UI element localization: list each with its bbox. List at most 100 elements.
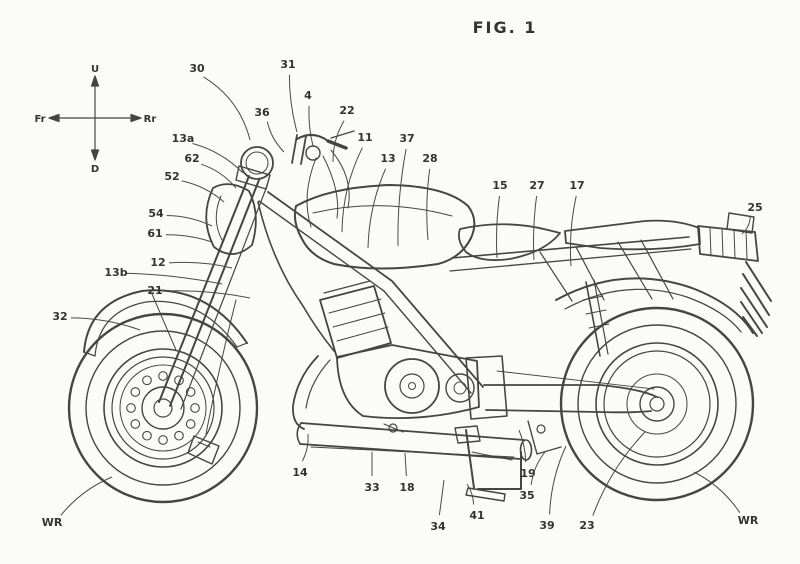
ref-label-18: 18 [399, 481, 414, 494]
engine [319, 280, 480, 420]
ref-label-37: 37 [399, 132, 414, 145]
engine-cylinder [319, 285, 392, 359]
leader-line-61 [165, 234, 213, 243]
compass-front-label: Fr [34, 114, 45, 125]
leader-line-35 [530, 451, 546, 485]
ref-label-wr-front: WR [42, 516, 63, 529]
compass-down-label: D [91, 164, 99, 175]
ref-label-52: 52 [164, 170, 179, 183]
leader-line-62 [200, 163, 237, 189]
front-shroud [205, 183, 257, 255]
ref-label-23: 23 [579, 519, 594, 532]
leader-line-18 [404, 452, 407, 477]
leader-line-13 [367, 168, 387, 249]
leader-line-54 [166, 215, 213, 227]
leader-line-4 [308, 105, 314, 147]
leader-line-28 [426, 168, 431, 241]
rotor-hole [158, 371, 168, 381]
leader-line-wr-rear [693, 471, 741, 513]
ref-label-31: 31 [280, 58, 295, 71]
rear-fender [555, 277, 754, 334]
front-brake-hose [205, 299, 237, 435]
leader-line-17 [569, 195, 577, 267]
rotor-hole [185, 387, 196, 397]
ref-label-25: 25 [747, 201, 762, 214]
ref-label-30: 30 [189, 62, 205, 75]
front-brake-caliper [187, 299, 237, 465]
engine-crankcase [336, 344, 480, 420]
leader-line-52 [181, 180, 225, 203]
leader-line-30 [203, 76, 251, 141]
rotor-hole [142, 430, 152, 441]
compass-up-label: U [91, 64, 99, 75]
brake-lever [330, 130, 355, 139]
rotor-hole [126, 403, 136, 413]
ref-label-13: 13 [380, 152, 395, 165]
compass-rear-arrow-icon [130, 113, 142, 123]
leader-line-19 [518, 429, 527, 463]
leader-line-32 [70, 317, 141, 331]
ref-label-33: 33 [364, 481, 379, 494]
compass-front-arrow-icon [48, 113, 60, 123]
ref-label-15: 15 [492, 179, 507, 192]
swingarm [465, 355, 658, 420]
ref-label-13b: 13b [104, 266, 127, 279]
rotor-hole [130, 419, 141, 429]
leader-line-13b [126, 272, 223, 285]
rear-shock [582, 279, 610, 357]
leader-line-11 [341, 147, 363, 233]
leader-line-37 [397, 148, 407, 247]
seat [457, 219, 701, 261]
ref-label-54: 54 [148, 207, 164, 220]
ref-label-39: 39 [539, 519, 554, 532]
ref-label-17: 17 [569, 179, 584, 192]
figure-title: FIG. 1 [472, 18, 538, 37]
rotor-hole [142, 375, 152, 386]
leader-line-39 [549, 445, 567, 515]
leader-line-36 [266, 121, 285, 153]
footpeg [383, 423, 404, 433]
rotor-hole [174, 430, 184, 441]
motorcycle-drawing [67, 130, 772, 504]
leader-line-23 [592, 431, 646, 516]
ref-label-11: 11 [357, 131, 372, 144]
brake-pedal [527, 420, 562, 455]
ref-label-19: 19 [520, 467, 535, 480]
fuel-tank [293, 184, 476, 270]
drive-chain [496, 370, 655, 390]
ref-label-27: 27 [529, 179, 544, 192]
ref-label-62: 62 [184, 152, 199, 165]
ref-label-61: 61 [147, 227, 162, 240]
orientation-compass: Fr Rr U D [34, 64, 156, 175]
ref-label-4: 4 [304, 89, 312, 102]
ref-label-32: 32 [52, 310, 67, 323]
pivot-plate [465, 355, 508, 420]
rear-seat [564, 219, 701, 251]
front-brake-rotor-holes [126, 371, 200, 445]
rotor-hole [130, 387, 141, 397]
leader-line-14 [301, 433, 309, 462]
leader-line-22 [332, 120, 345, 163]
leader-line-21 [165, 290, 251, 299]
taillight-assembly [697, 212, 759, 262]
ref-label-41: 41 [469, 509, 484, 522]
leader-line-13a [192, 143, 244, 174]
exhaust [292, 355, 533, 461]
handlebar-grip [326, 139, 348, 150]
ref-label-wr-rear: WR [738, 514, 759, 527]
ref-label-22: 22 [339, 104, 354, 117]
handlebar [291, 130, 355, 228]
ref-label-21: 21 [147, 284, 162, 297]
leader-line-15 [496, 195, 500, 259]
leader-line-34 [438, 479, 445, 516]
rotor-hole [158, 435, 168, 445]
ref-label-36: 36 [254, 106, 270, 119]
ref-label-28: 28 [422, 152, 437, 165]
leader-line-wr-front [60, 476, 113, 516]
leader-line-12 [168, 261, 233, 269]
leader-line-31 [288, 74, 298, 133]
rotor-hole [190, 403, 200, 413]
ref-label-13a: 13a [172, 132, 195, 145]
